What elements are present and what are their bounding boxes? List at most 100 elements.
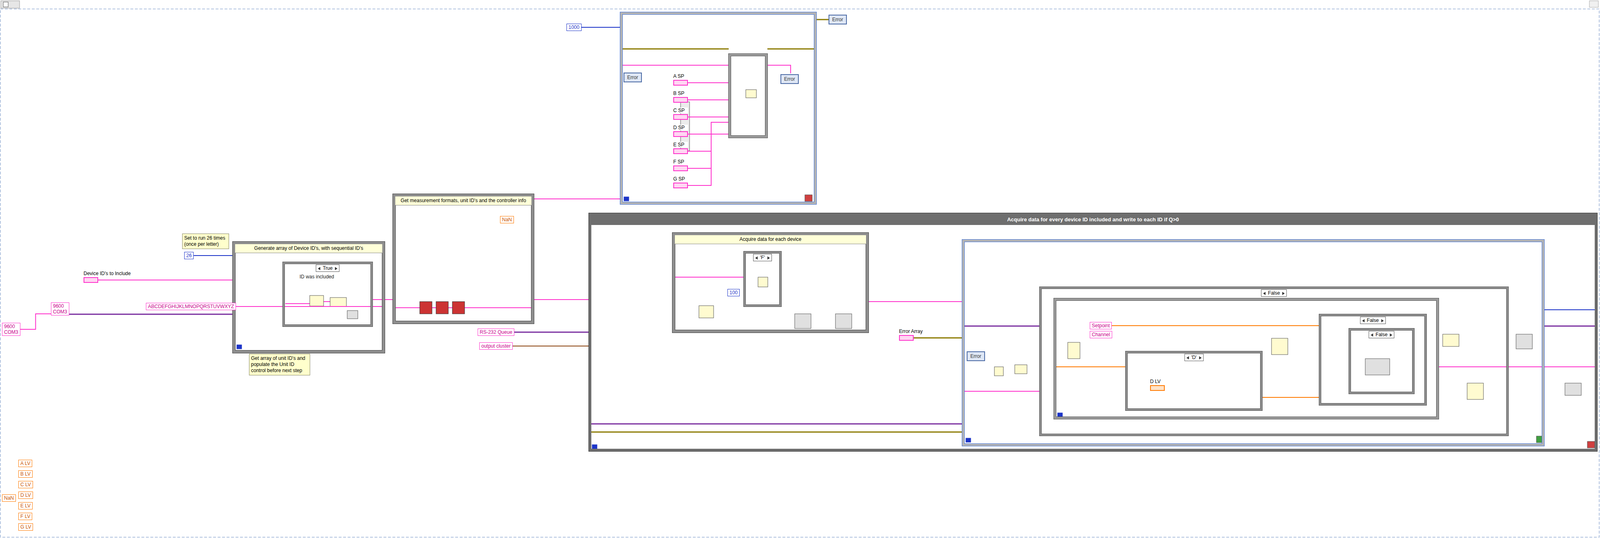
function-icon	[1442, 334, 1459, 347]
data-wire	[1262, 396, 1320, 398]
flat-sequence-frame: Acquire data for every device ID include…	[588, 213, 1598, 452]
data-wire	[816, 19, 829, 21]
node-text: RS-232 Queue	[479, 329, 513, 335]
node-text: A LV	[20, 460, 31, 467]
double-constant: E LV	[18, 502, 33, 510]
control-terminal	[673, 114, 688, 120]
function-icon	[698, 305, 714, 318]
case-selector: True	[315, 264, 340, 272]
selector-arrow	[334, 266, 338, 271]
control-label: D LV	[1150, 378, 1165, 385]
diagram-border	[0, 8, 1600, 538]
free-label: ID was included	[299, 273, 335, 280]
node-text: 1000	[568, 24, 580, 31]
subvi-icon	[436, 301, 449, 314]
control-label: F SP	[673, 158, 688, 165]
string-wire	[1438, 366, 1509, 368]
function-icon	[745, 89, 757, 98]
data-wire	[687, 99, 729, 101]
selector-arrow	[767, 256, 770, 260]
sequence-frame: Get measurement formats, unit ID's and t…	[392, 193, 534, 324]
node-text: F LV	[20, 513, 31, 520]
control-terminal	[1150, 385, 1165, 391]
node-text: Error	[832, 16, 844, 23]
error-indicator: Error	[828, 14, 847, 25]
refnum-wire	[1544, 325, 1598, 327]
iteration-terminal	[236, 344, 243, 350]
error-wire	[767, 48, 817, 50]
case-selector: False	[1260, 289, 1287, 297]
case-label: True	[322, 265, 333, 272]
function-icon	[994, 366, 1004, 376]
selector-arrow	[1361, 319, 1365, 323]
node-text: G LV	[20, 524, 31, 530]
data-wire	[687, 133, 729, 135]
string-constant: 9600COM3	[50, 302, 70, 316]
control-terminal	[673, 165, 688, 172]
control-terminal	[673, 148, 688, 155]
data-wire	[20, 313, 51, 330]
node-text: 9600	[4, 323, 19, 330]
data-wire	[1111, 325, 1320, 327]
control-terminal	[673, 96, 688, 103]
function-icon	[1467, 383, 1484, 400]
node-text: Set to run 26 times (once per letter)	[184, 235, 227, 248]
error-wire	[622, 48, 729, 50]
function-icon	[347, 310, 358, 319]
data-wire	[687, 122, 729, 169]
case-structure: FalseFalse	[1319, 314, 1427, 406]
control-terminal	[899, 334, 914, 341]
stop-terminal	[804, 194, 813, 202]
while-loop: ErrorFalseSetpointChannel'D'D LVFalseFal…	[962, 239, 1545, 446]
node-text: C LV	[20, 481, 31, 488]
double-constant: A LV	[18, 459, 33, 468]
node-text: Get array of unit ID's and populate the …	[251, 355, 309, 374]
data-wire	[868, 301, 963, 302]
string-wire	[323, 301, 331, 302]
selector-arrow	[1370, 333, 1374, 337]
sequence-frame: Acquire data for each device'F'100	[672, 232, 869, 333]
case-label: 'D'	[1191, 354, 1197, 361]
string-wire	[964, 390, 1040, 392]
control-label: Device ID's to Include	[83, 270, 131, 277]
node-text: output cluster	[481, 343, 511, 349]
vi-icon	[3, 2, 9, 7]
control-terminal	[83, 277, 99, 283]
string-wire	[285, 303, 310, 305]
case-selector: 'D'	[1184, 353, 1204, 362]
control-label: B SP	[673, 90, 688, 97]
error-indicator: Error	[623, 72, 642, 83]
double-constant: D LV	[18, 491, 34, 499]
node-text: ID was included	[299, 273, 335, 280]
selector-arrow	[317, 266, 321, 271]
case-structure: False	[1348, 328, 1415, 394]
control-label: D SP	[673, 124, 688, 131]
double-constant: NaN	[500, 215, 514, 224]
node-text: E LV	[20, 502, 31, 509]
string-control: Device ID's to Include	[83, 270, 131, 283]
case-label: 'F'	[760, 254, 765, 261]
string-control: B SP	[673, 90, 688, 103]
string-constant: RS-232 Queue	[477, 328, 515, 336]
control-terminal	[673, 182, 688, 189]
string-control: E SP	[673, 141, 688, 155]
node-text: COM3	[52, 308, 68, 315]
case-structure: FalseSetpointChannel'D'D LVFalseFalse	[1039, 286, 1509, 436]
selector-arrow	[1381, 319, 1384, 323]
loop-structure: SetpointChannel'D'D LVFalseFalse	[1053, 298, 1439, 419]
function-icon	[794, 313, 812, 329]
case-selector: False	[1359, 316, 1386, 324]
node-text: Channel	[1091, 331, 1111, 338]
double-constant: G LV	[18, 523, 34, 531]
node-text: NaN	[4, 495, 14, 501]
numeric-control: D LV	[1150, 378, 1165, 391]
control-terminal	[673, 131, 688, 137]
data-wire	[687, 82, 729, 84]
loop-structure	[728, 53, 768, 138]
control-label: E SP	[673, 141, 688, 148]
control-label: Error Array	[899, 328, 923, 335]
string-constant: 9600COM3	[2, 322, 21, 336]
double-constant: C LV	[18, 480, 34, 489]
error-indicator: Error	[780, 74, 799, 84]
